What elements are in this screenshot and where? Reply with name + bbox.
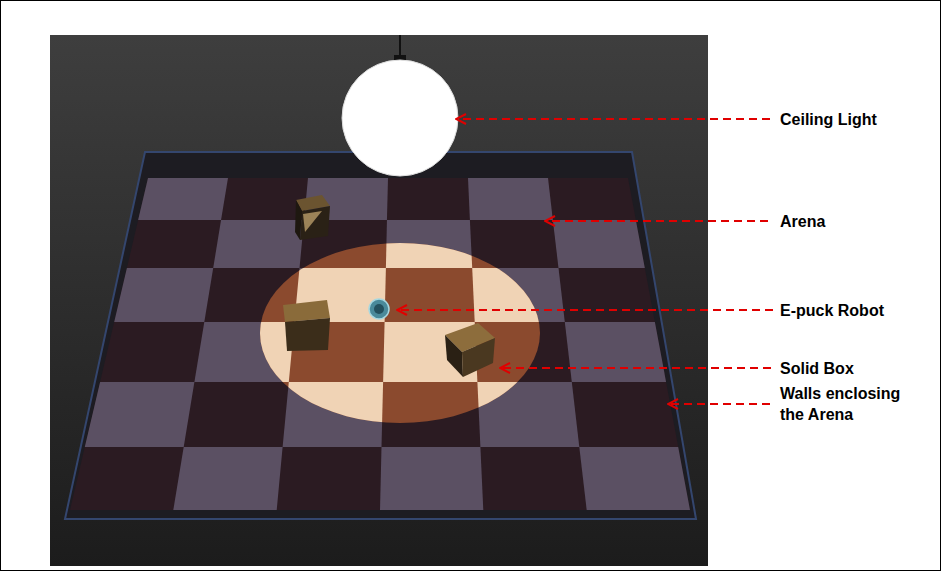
part-label: E-puck Robot — [780, 300, 940, 321]
light-cord — [399, 35, 401, 58]
part-label: Arena — [780, 211, 940, 232]
lit-tiles — [85, 178, 690, 510]
solid-box — [445, 323, 495, 377]
solid-box — [283, 300, 330, 351]
solid-box — [295, 195, 330, 240]
arena-walls — [65, 152, 696, 519]
arena-floor — [70, 178, 690, 510]
floor-tiles — [85, 178, 690, 510]
scene-background — [50, 35, 708, 566]
leader-arrows — [397, 119, 773, 404]
part-label: Solid Box — [780, 358, 940, 379]
e-puck-robot — [369, 299, 389, 319]
part-label: Walls enclosing the Arena — [780, 383, 920, 425]
part-label: Ceiling Light — [780, 109, 940, 130]
ceiling-light — [342, 60, 458, 176]
